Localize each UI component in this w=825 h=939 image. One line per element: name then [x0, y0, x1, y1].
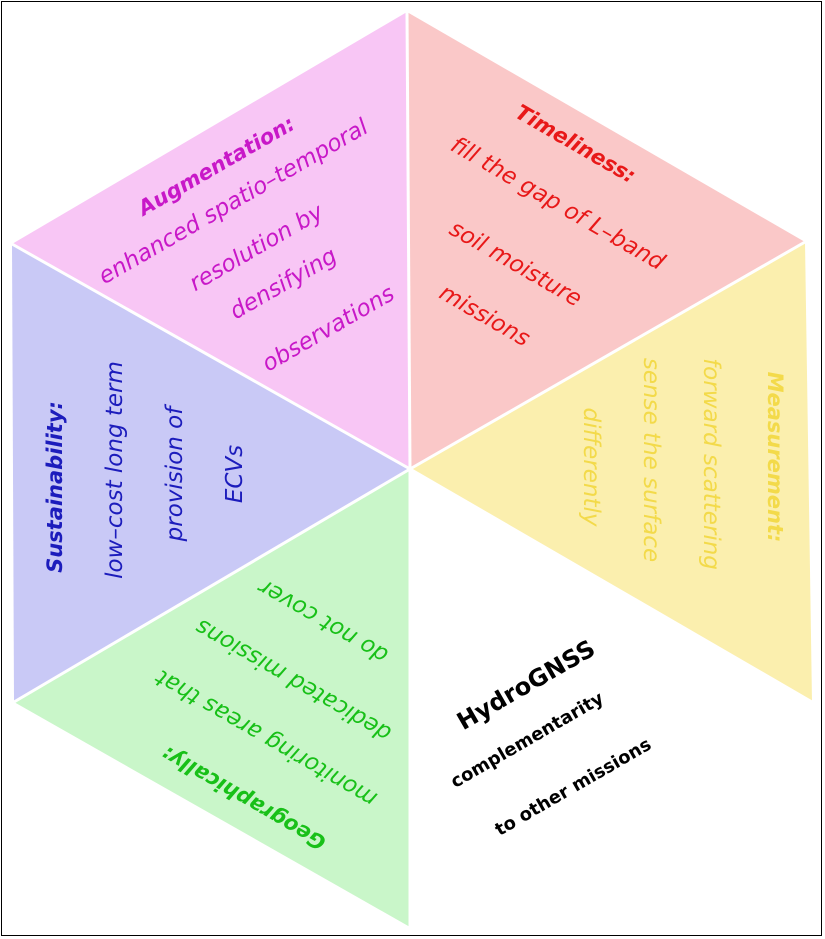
sustainability-line-1: low–cost long term	[102, 361, 128, 579]
measurement-title: Measurement:	[763, 372, 787, 543]
measurement-text-group: Measurement: forward scattering sense th…	[578, 358, 787, 570]
segment-geographically	[14, 469, 410, 927]
segment-augmentation	[12, 12, 410, 469]
segment-center	[410, 469, 812, 927]
segment-timeliness	[407, 12, 805, 469]
sustainability-title: Sustainability:	[43, 401, 67, 573]
segment-sustainability	[12, 244, 410, 702]
measurement-line-3: differently	[578, 408, 604, 527]
measurement-line-2: sense the surface	[638, 358, 664, 562]
sustainability-line-3: ECVs	[222, 445, 248, 503]
segment-measurement	[410, 242, 812, 702]
measurement-line-1: forward scattering	[698, 358, 724, 570]
segment-dividers	[11, 11, 813, 927]
sustainability-line-2: provision of	[162, 404, 188, 543]
sustainability-text-group: Sustainability: low–cost long term provi…	[43, 361, 248, 579]
